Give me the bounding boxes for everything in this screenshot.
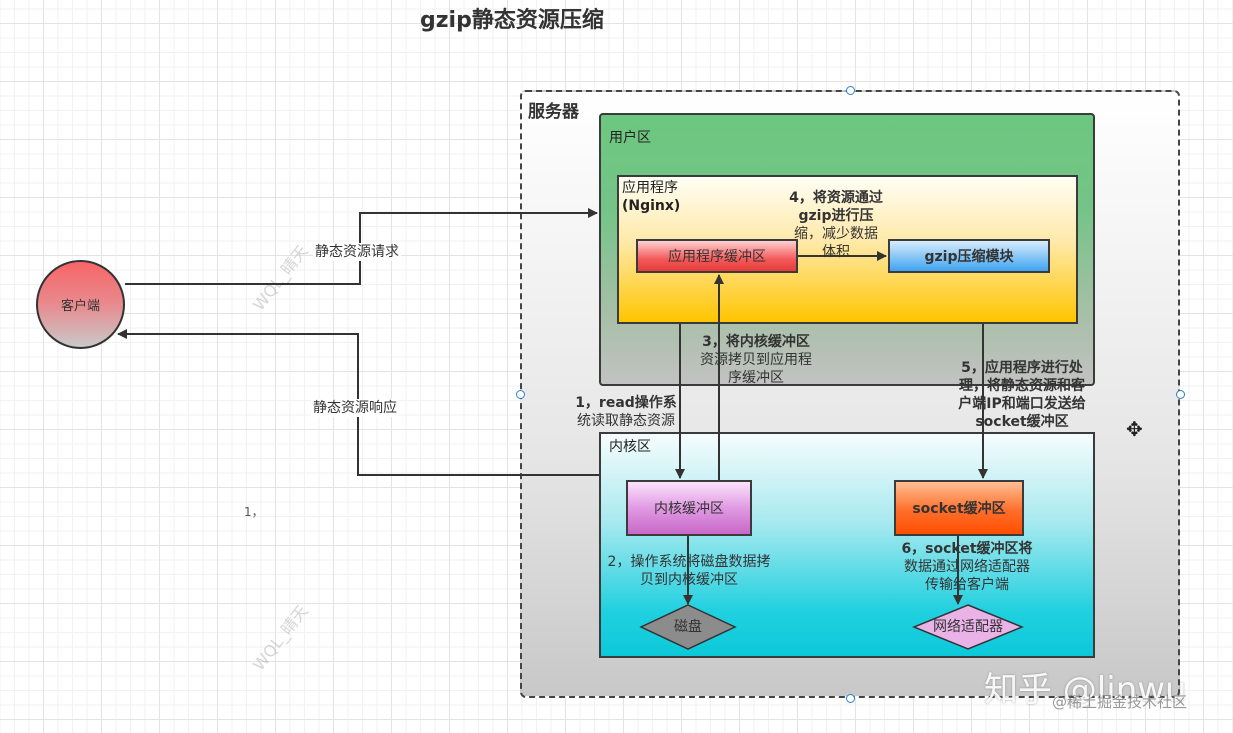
step6-line: 6，socket缓冲区将 — [901, 541, 1033, 557]
server-label: 服务器 — [528, 102, 579, 122]
step1-note: 1，read操作系 统读取静态资源 — [562, 394, 690, 430]
resize-handle-left[interactable] — [516, 390, 525, 399]
step6-line: 传输给客户端 — [925, 577, 1009, 593]
move-cursor-icon: ✥ — [1126, 417, 1143, 441]
step3-line: 序缓冲区 — [728, 370, 784, 386]
step4-line: gzip进行压 — [798, 208, 874, 224]
network-adapter-diamond — [912, 604, 1024, 650]
step5-line: 5，应用程序进行处 — [961, 360, 1083, 376]
stray-text: 1， — [244, 505, 264, 519]
step5-line: socket缓冲区 — [975, 414, 1069, 430]
kernel-zone-label: 内核区 — [609, 439, 651, 455]
step4-line: 体积 — [822, 244, 850, 260]
network-adapter-label: 网络适配器 — [933, 619, 1003, 635]
step2-line: 2，操作系统将磁盘数据拷 — [607, 554, 771, 570]
step3-note: 3，将内核缓冲区 资源拷贝到应用程 序缓冲区 — [688, 333, 824, 387]
client-node[interactable]: 客户端 — [36, 260, 125, 349]
kernel-buffer-node[interactable]: 内核缓冲区 — [626, 480, 752, 536]
resize-handle-right[interactable] — [1176, 390, 1185, 399]
step4-line: 4，将资源通过 — [789, 190, 883, 206]
step2-line: 贝到内核缓冲区 — [640, 572, 738, 588]
kernel-buffer-label: 内核缓冲区 — [654, 501, 724, 517]
app-buffer-node[interactable]: 应用程序缓冲区 — [636, 239, 798, 273]
disk-label: 磁盘 — [674, 619, 702, 635]
app-label: 应用程序 (Nginx) — [622, 179, 680, 215]
edge-label-request: 静态资源请求 — [313, 243, 401, 261]
socket-buffer-label: socket缓冲区 — [912, 501, 1006, 517]
step5-line: 理，将静态资源和客 — [959, 378, 1085, 394]
client-label: 客户端 — [60, 299, 100, 314]
step1-line: 统读取静态资源 — [577, 413, 675, 429]
diagram-title: gzip静态资源压缩 — [420, 8, 604, 33]
watermark-zhihu: 知乎 @linwu — [984, 670, 1187, 710]
step3-line: 3，将内核缓冲区 — [702, 334, 810, 350]
socket-buffer-node[interactable]: socket缓冲区 — [894, 480, 1024, 536]
gzip-module-node[interactable]: gzip压缩模块 — [888, 239, 1050, 273]
edge-label-response: 静态资源响应 — [311, 399, 399, 417]
step4-note: 4，将资源通过 gzip进行压 缩，减少数据 体积 — [778, 189, 894, 261]
step1-line: 1，read操作系 — [575, 395, 677, 411]
step2-note: 2，操作系统将磁盘数据拷 贝到内核缓冲区 — [597, 553, 781, 589]
step6-note: 6，socket缓冲区将 数据通过网络适配器 传输给客户端 — [894, 540, 1040, 594]
resize-handle-bottom[interactable] — [846, 694, 855, 703]
resize-handle-top[interactable] — [846, 86, 855, 95]
step5-note: 5，应用程序进行处 理，将静态资源和客 户端IP和端口发送给 socket缓冲区 — [948, 359, 1096, 431]
watermark-juejin: @稀土掘金技术社区 — [1052, 693, 1188, 711]
app-label-line1: 应用程序 — [622, 180, 678, 196]
app-label-line2: (Nginx) — [622, 198, 681, 214]
step6-line: 数据通过网络适配器 — [904, 559, 1030, 575]
gzip-module-label: gzip压缩模块 — [924, 249, 1014, 265]
disk-diamond — [639, 604, 737, 650]
user-zone-label: 用户区 — [609, 130, 651, 146]
step5-line: 户端IP和端口发送给 — [958, 396, 1086, 412]
app-buffer-label: 应用程序缓冲区 — [668, 249, 766, 265]
step3-line: 资源拷贝到应用程 — [700, 352, 812, 368]
step4-line: 缩，减少数据 — [794, 226, 878, 242]
